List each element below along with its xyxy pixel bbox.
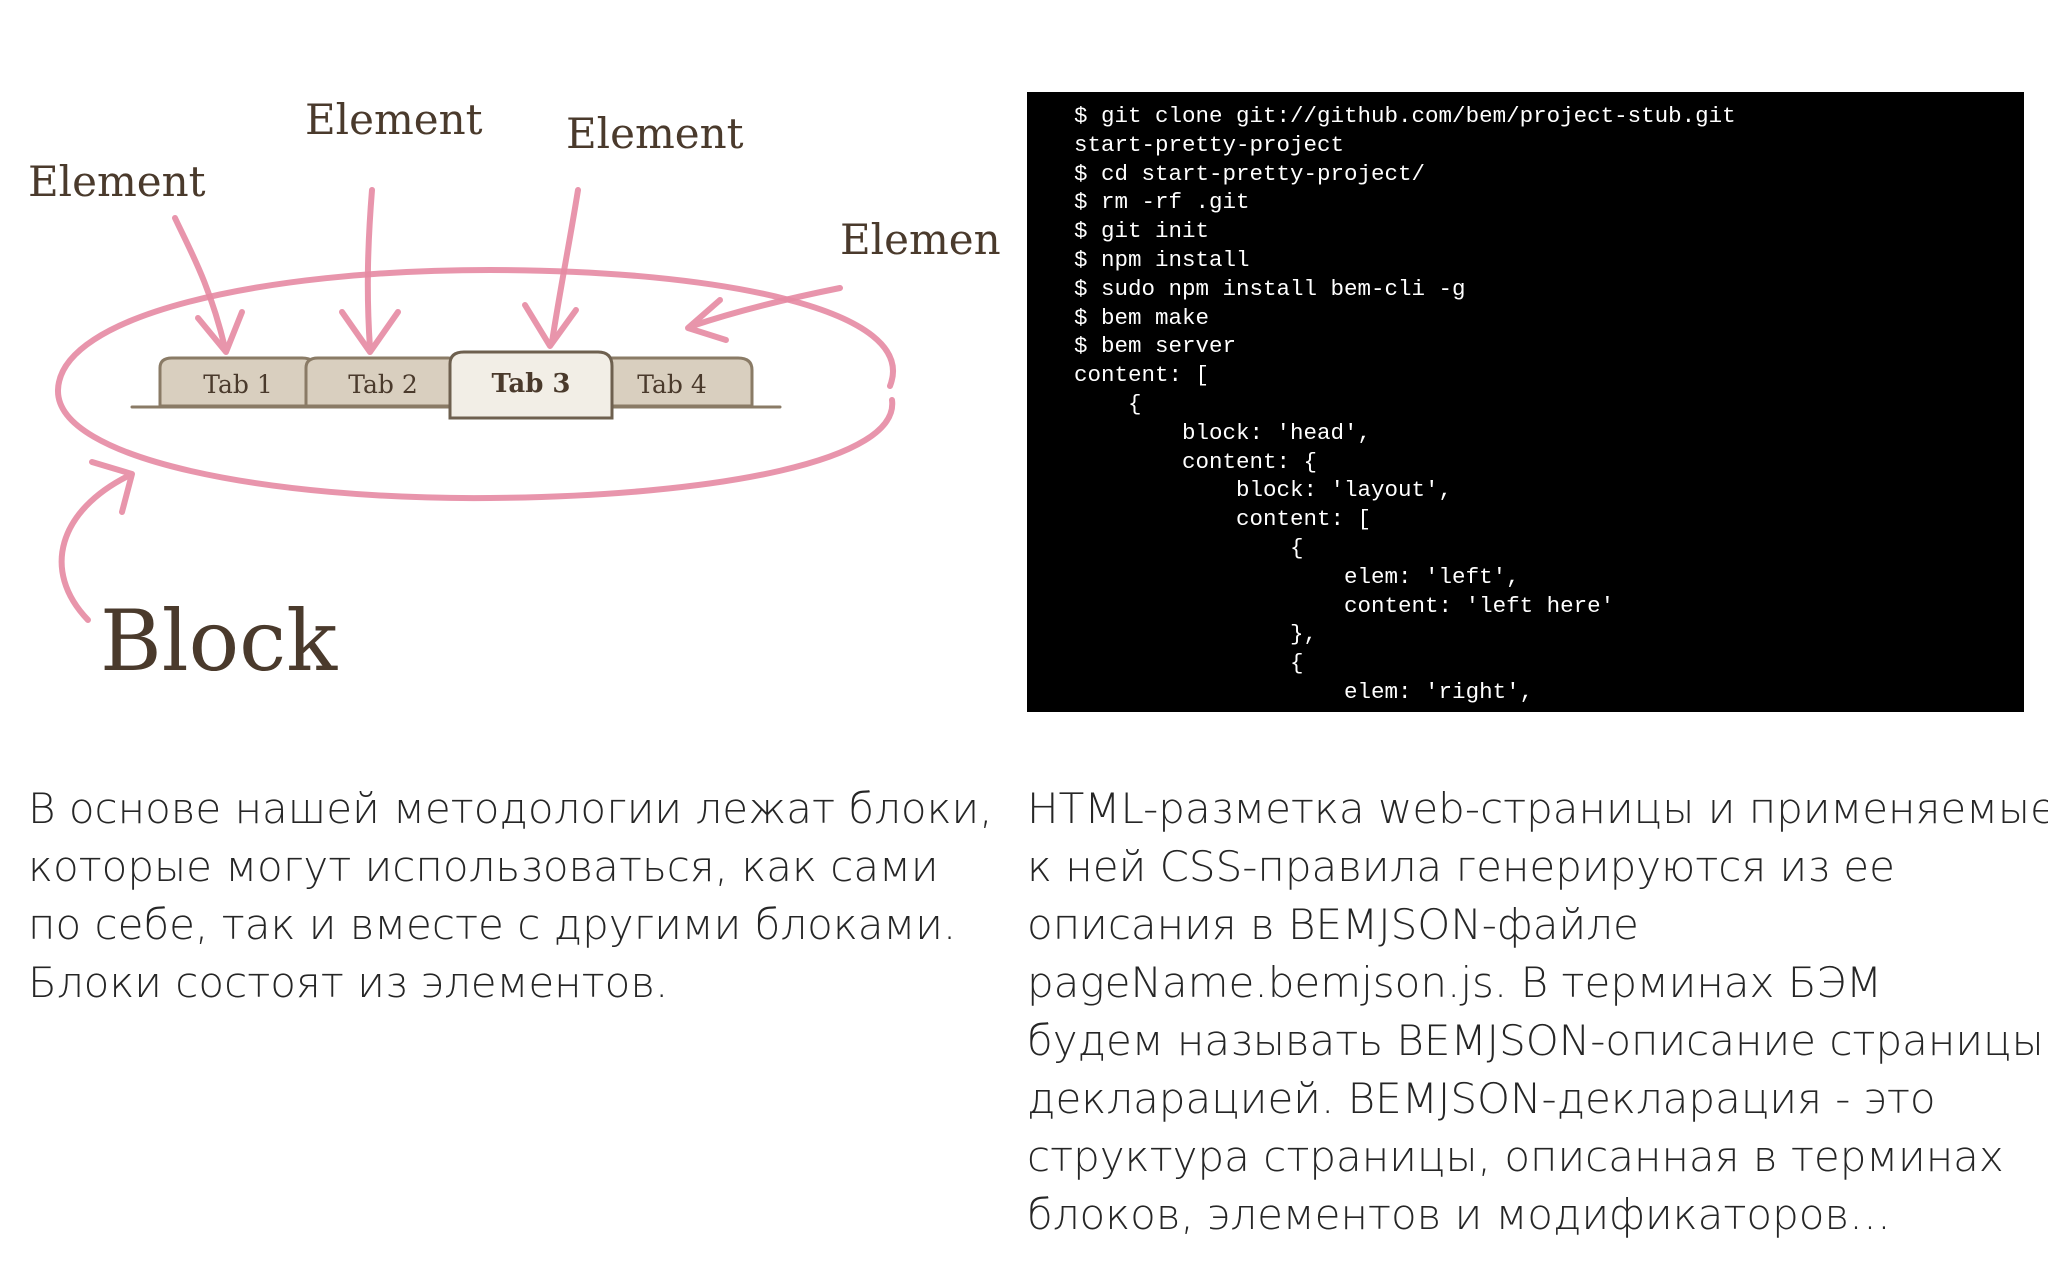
- element-label-3: Element: [566, 109, 744, 158]
- code-panel: $ git clone git://github.com/bem/project…: [1027, 92, 2024, 712]
- caption-right-line: будем называть BEMJSON-описание страницы: [1027, 1016, 2044, 1065]
- element-label-2: Element: [305, 100, 483, 144]
- block-element-illustration: Tab 1 Tab 2 Tab 4 Tab 3: [20, 100, 1000, 700]
- arrow-3: [549, 187, 581, 345]
- caption-right-line: к ней CSS-правила генерируются из ее: [1027, 842, 1895, 891]
- code-line: },: [1074, 621, 1318, 648]
- caption-left-line: В основе нашей методологии лежат блоки,: [28, 784, 993, 833]
- code-line: start-pretty-project: [1074, 131, 1345, 158]
- arrow-1: [172, 215, 228, 351]
- caption-right-line: pageName.bemjson.js. В терминах БЭМ: [1027, 958, 1883, 1007]
- caption-left-line: по себе, так и вместе с другими блоками.: [28, 900, 957, 949]
- code-line: {: [1074, 390, 1142, 417]
- code-line: $ git init: [1074, 218, 1210, 245]
- caption-left: В основе нашей методологии лежат блоки, …: [28, 780, 993, 1012]
- element-label-4: Element: [840, 215, 1000, 264]
- arrow-1-head: [195, 309, 245, 355]
- element-label-1: Element: [28, 157, 206, 206]
- tab-2-label: Tab 2: [348, 370, 418, 399]
- arrow-4-head: [685, 297, 729, 343]
- caption-left-line: Блоки состоят из элементов.: [28, 958, 669, 1007]
- code-line: $ bem server: [1074, 333, 1237, 360]
- caption-right: HTML-разметка web-страницы и применяемые…: [1027, 780, 2048, 1244]
- code-line: content: [: [1074, 506, 1372, 533]
- tab-3-active: Tab 3: [448, 350, 614, 420]
- code-line: block: 'layout',: [1074, 477, 1453, 504]
- caption-right-line: структура страницы, описанная в терминах: [1027, 1132, 2004, 1181]
- arrow-2: [364, 187, 375, 351]
- code-line: $ sudo npm install bem-cli -g: [1074, 275, 1466, 302]
- code-line: content: 'left here': [1074, 592, 1615, 619]
- caption-right-line: декларацией. BEMJSON-декларация - это: [1027, 1074, 1936, 1123]
- caption-right-line: HTML-разметка web-страницы и применяемые: [1027, 784, 2048, 833]
- block-label: Block: [100, 592, 338, 690]
- code-line: elem: 'left',: [1074, 563, 1520, 590]
- code-line: $ npm install: [1074, 246, 1250, 273]
- arrow-2-head: [339, 309, 401, 355]
- code-line: content: {: [1074, 448, 1318, 475]
- arrow-5: [58, 473, 131, 623]
- block-ellipse: [54, 266, 896, 502]
- code-line: {: [1074, 650, 1304, 677]
- code-line: content: [: [1074, 362, 1210, 389]
- caption-right-line: описания в BEMJSON-файле: [1027, 900, 1639, 949]
- tab-4: Tab 4: [593, 356, 754, 408]
- tab-1-label: Tab 1: [203, 370, 273, 399]
- code-line: elem: 'right',: [1074, 678, 1534, 705]
- code-line: $ git clone git://github.com/bem/project…: [1074, 103, 1736, 129]
- arrow-4: [689, 285, 843, 329]
- arrow-3-head: [522, 302, 579, 349]
- caption-right-line: блоков, элементов и модификаторов…: [1027, 1190, 1892, 1239]
- tab-3-label: Tab 3: [491, 369, 570, 399]
- caption-left-line: которые могут использоваться, как сами: [28, 842, 939, 891]
- code-line: $ cd start-pretty-project/: [1074, 160, 1426, 187]
- arrow-5-head: [89, 459, 135, 515]
- tab-2: Tab 2: [304, 356, 462, 408]
- tab-1: Tab 1: [158, 356, 318, 408]
- code-line: $ bem make: [1074, 304, 1210, 331]
- code-line: block: 'head',: [1074, 419, 1372, 446]
- code-line: {: [1074, 534, 1304, 561]
- code-line: $ rm -rf .git: [1074, 189, 1250, 216]
- tab-4-label: Tab 4: [637, 370, 707, 399]
